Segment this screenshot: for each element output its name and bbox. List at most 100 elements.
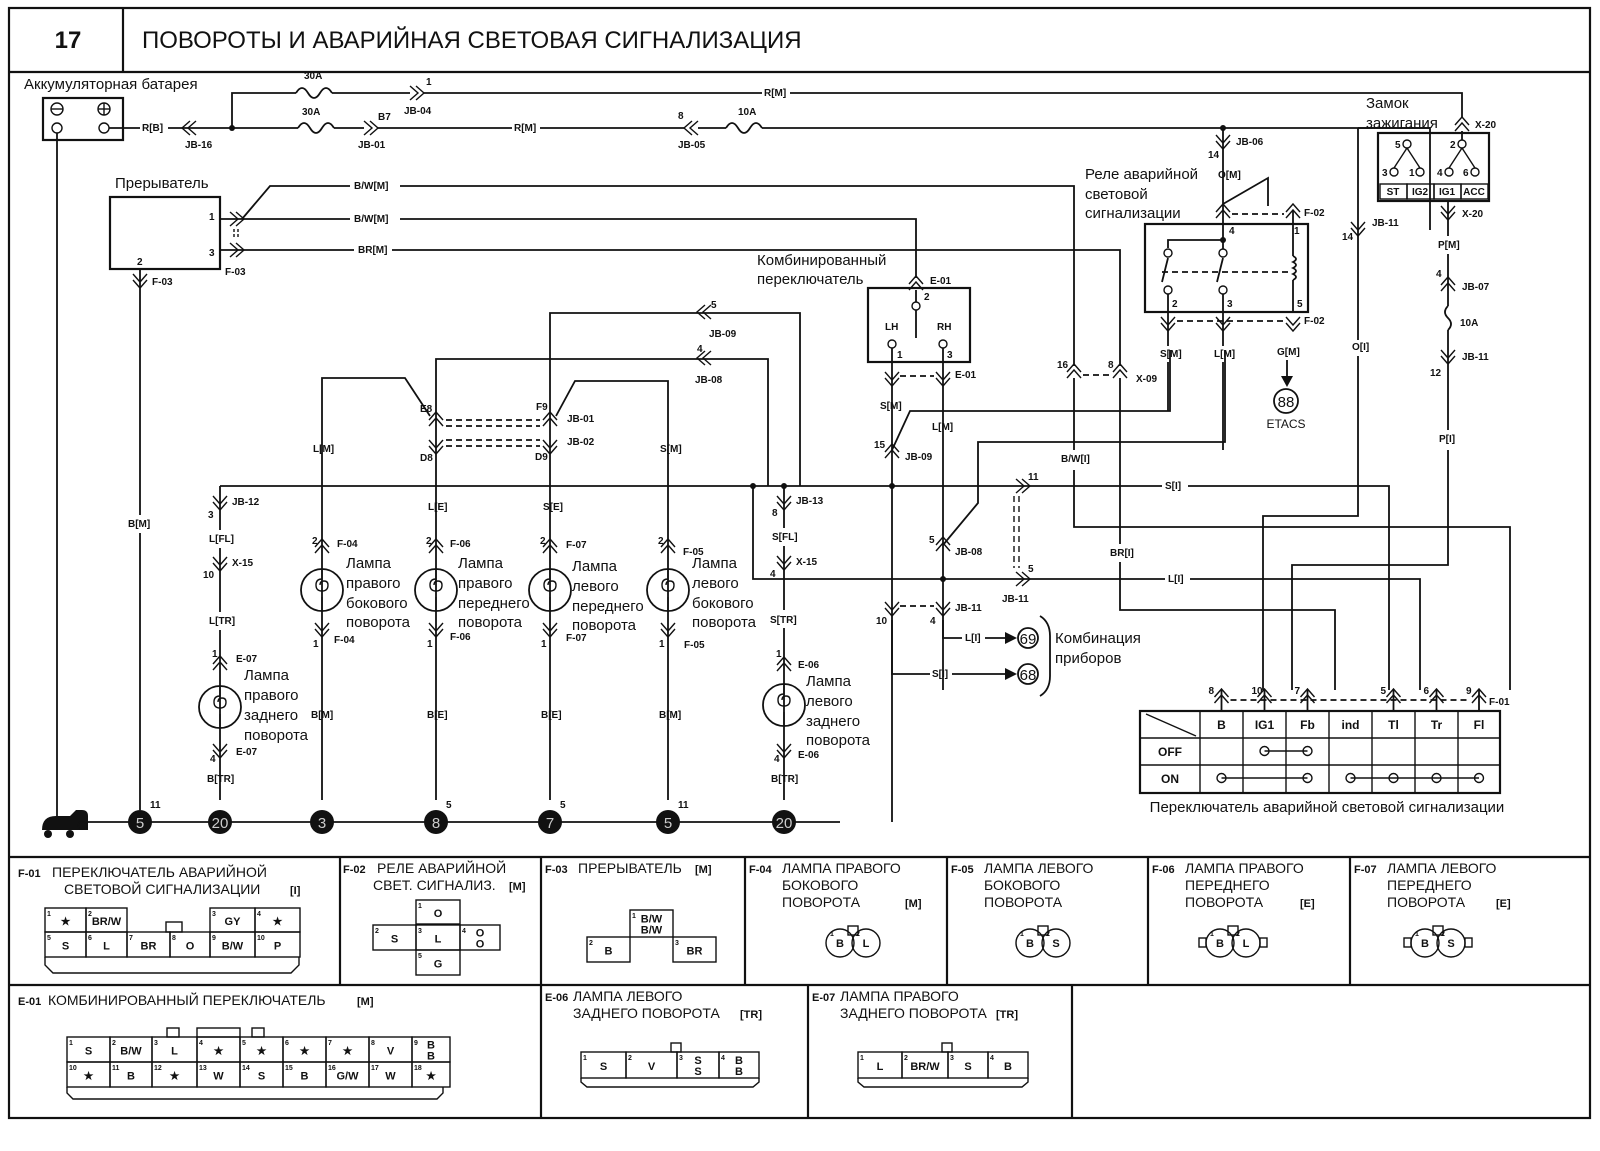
pin-number: 2 (1172, 299, 1178, 310)
connector-title: ПОВОРОТА (782, 894, 861, 910)
connector-jb16: JB-16 (185, 140, 213, 151)
connector-latch (1037, 925, 1049, 936)
connector-symbol (1256, 687, 1273, 704)
connector-jb09: JB-09 (905, 452, 933, 463)
relay-contact (1218, 285, 1228, 295)
connector-d8: D8 (420, 453, 433, 464)
connector-x15: X-15 (232, 558, 254, 569)
connector-pin: 16 (1057, 360, 1069, 371)
connector-symbol (935, 371, 951, 388)
page-frame (7, 6, 1592, 1120)
cluster-ref-69: 69 (1020, 631, 1037, 648)
connector-jb08: JB-08 (955, 547, 983, 558)
cluster-label: приборов (1055, 650, 1121, 667)
cell-value: O (476, 939, 485, 951)
cell-pin: 3 (675, 940, 679, 947)
wire-label-bm: B[M] (128, 519, 150, 530)
cell-pin: 18 (414, 1065, 422, 1072)
ignition-label: Замок (1366, 95, 1409, 112)
pin-number: 1 (776, 649, 782, 660)
connector-jb01: JB-01 (358, 140, 386, 151)
table-column-header: Fl (1474, 718, 1485, 732)
connector-cell (415, 899, 461, 925)
relay-coil-icon (1290, 255, 1297, 281)
arrow-icon (1281, 376, 1293, 387)
cell-pin: 1 (69, 1040, 73, 1047)
bracket (1039, 615, 1051, 697)
connector-pin: 8 (678, 111, 684, 122)
flasher-label: Прерыватель (115, 175, 209, 192)
combo-lh: LH (885, 322, 898, 333)
ignition-switch (1376, 131, 1491, 203)
connector-pin: 8 (1108, 360, 1114, 371)
connector-jb11: JB-11 (1462, 352, 1489, 363)
lamp-label: Лампа (346, 555, 392, 572)
cell-pin: 15 (285, 1065, 293, 1072)
ground-node (310, 810, 334, 834)
connector-f07: F-07 (566, 633, 587, 644)
cell-value: S (1447, 938, 1454, 950)
wire-segment (891, 620, 930, 675)
cell-value: L (877, 1061, 884, 1073)
lamp-label: левого (572, 578, 619, 595)
ignition-term-ig1: IG1 (1439, 187, 1456, 198)
cell-value: L (1243, 938, 1250, 950)
cell-value: L (435, 934, 442, 946)
cell-pin: 2 (628, 1055, 632, 1062)
connector-e06: E-06 (798, 660, 820, 671)
wire-segment (549, 312, 801, 486)
connector-e8: E8 (420, 404, 433, 415)
cell-pin: 1 (1020, 931, 1024, 938)
lamp-f05 (646, 537, 690, 639)
lamp-label: правого (346, 575, 400, 592)
wire-segment (891, 350, 1171, 451)
wire-label-rm: R[M] (764, 88, 786, 99)
connector-x20: X-20 (1462, 209, 1484, 220)
wire-label: S[I] (1165, 481, 1181, 492)
wire-segment (1167, 224, 1224, 248)
wire-label: B[M] (311, 710, 333, 721)
connector-pin: 4 (770, 569, 776, 580)
cell-pin: 4 (257, 911, 261, 918)
connector-tag: [I] (290, 885, 301, 897)
lamp-f06 (414, 537, 458, 639)
cell-pin: 8 (172, 935, 176, 942)
connector-title: ПОВОРОТА (1387, 894, 1466, 910)
connector-latch (251, 1027, 265, 1038)
cell-pin: 1 (632, 913, 636, 920)
cell-value: B (1004, 1061, 1012, 1073)
fuse-label: 10A (1460, 318, 1478, 329)
lamp-label: бокового (346, 595, 408, 612)
connector-title: КОМБИНИРОВАННЫЙ ПЕРЕКЛЮЧАТЕЛЬ (48, 991, 326, 1008)
cell-value: ★ (273, 916, 283, 928)
connector-pin: 9 (1466, 686, 1472, 697)
connector-symbol (212, 654, 228, 671)
connector-title: БОКОВОГО (782, 877, 858, 893)
connector-title: ПОВОРОТА (1185, 894, 1264, 910)
pin-number: 5 (1297, 299, 1303, 310)
connector-symbol (1471, 687, 1487, 704)
cell-value: W (385, 1071, 396, 1083)
battery-label: Аккумуляторная батарея (24, 76, 198, 93)
reference-circle (1017, 627, 1039, 649)
connector-title: ПЕРЕДНЕГО (1387, 877, 1472, 893)
pin-number: 3 (947, 350, 953, 361)
connector-tag: [E] (1496, 898, 1511, 910)
cell-pin: 4 (990, 1055, 994, 1062)
connector-title: ПЕРЕКЛЮЧАТЕЛЬ АВАРИЙНОЙ (52, 863, 267, 880)
connector-f05: F-05 (683, 547, 704, 558)
cell-value: ★ (84, 1071, 94, 1083)
cell-pin: 17 (371, 1065, 379, 1072)
connector-jb04: JB-04 (404, 106, 432, 117)
relay-contact (1163, 248, 1173, 258)
switch-contact (938, 339, 948, 349)
cell-pin: 2 (1236, 931, 1240, 938)
wire-label: B[TR] (771, 774, 798, 785)
connector-symbol (428, 410, 444, 427)
pin-number: 2 (426, 536, 432, 547)
cell-pin: 1 (418, 903, 422, 910)
ground-id: 5 (136, 815, 144, 832)
pin-number: 1 (541, 639, 547, 650)
connector-title: ПОВОРОТА (984, 894, 1063, 910)
